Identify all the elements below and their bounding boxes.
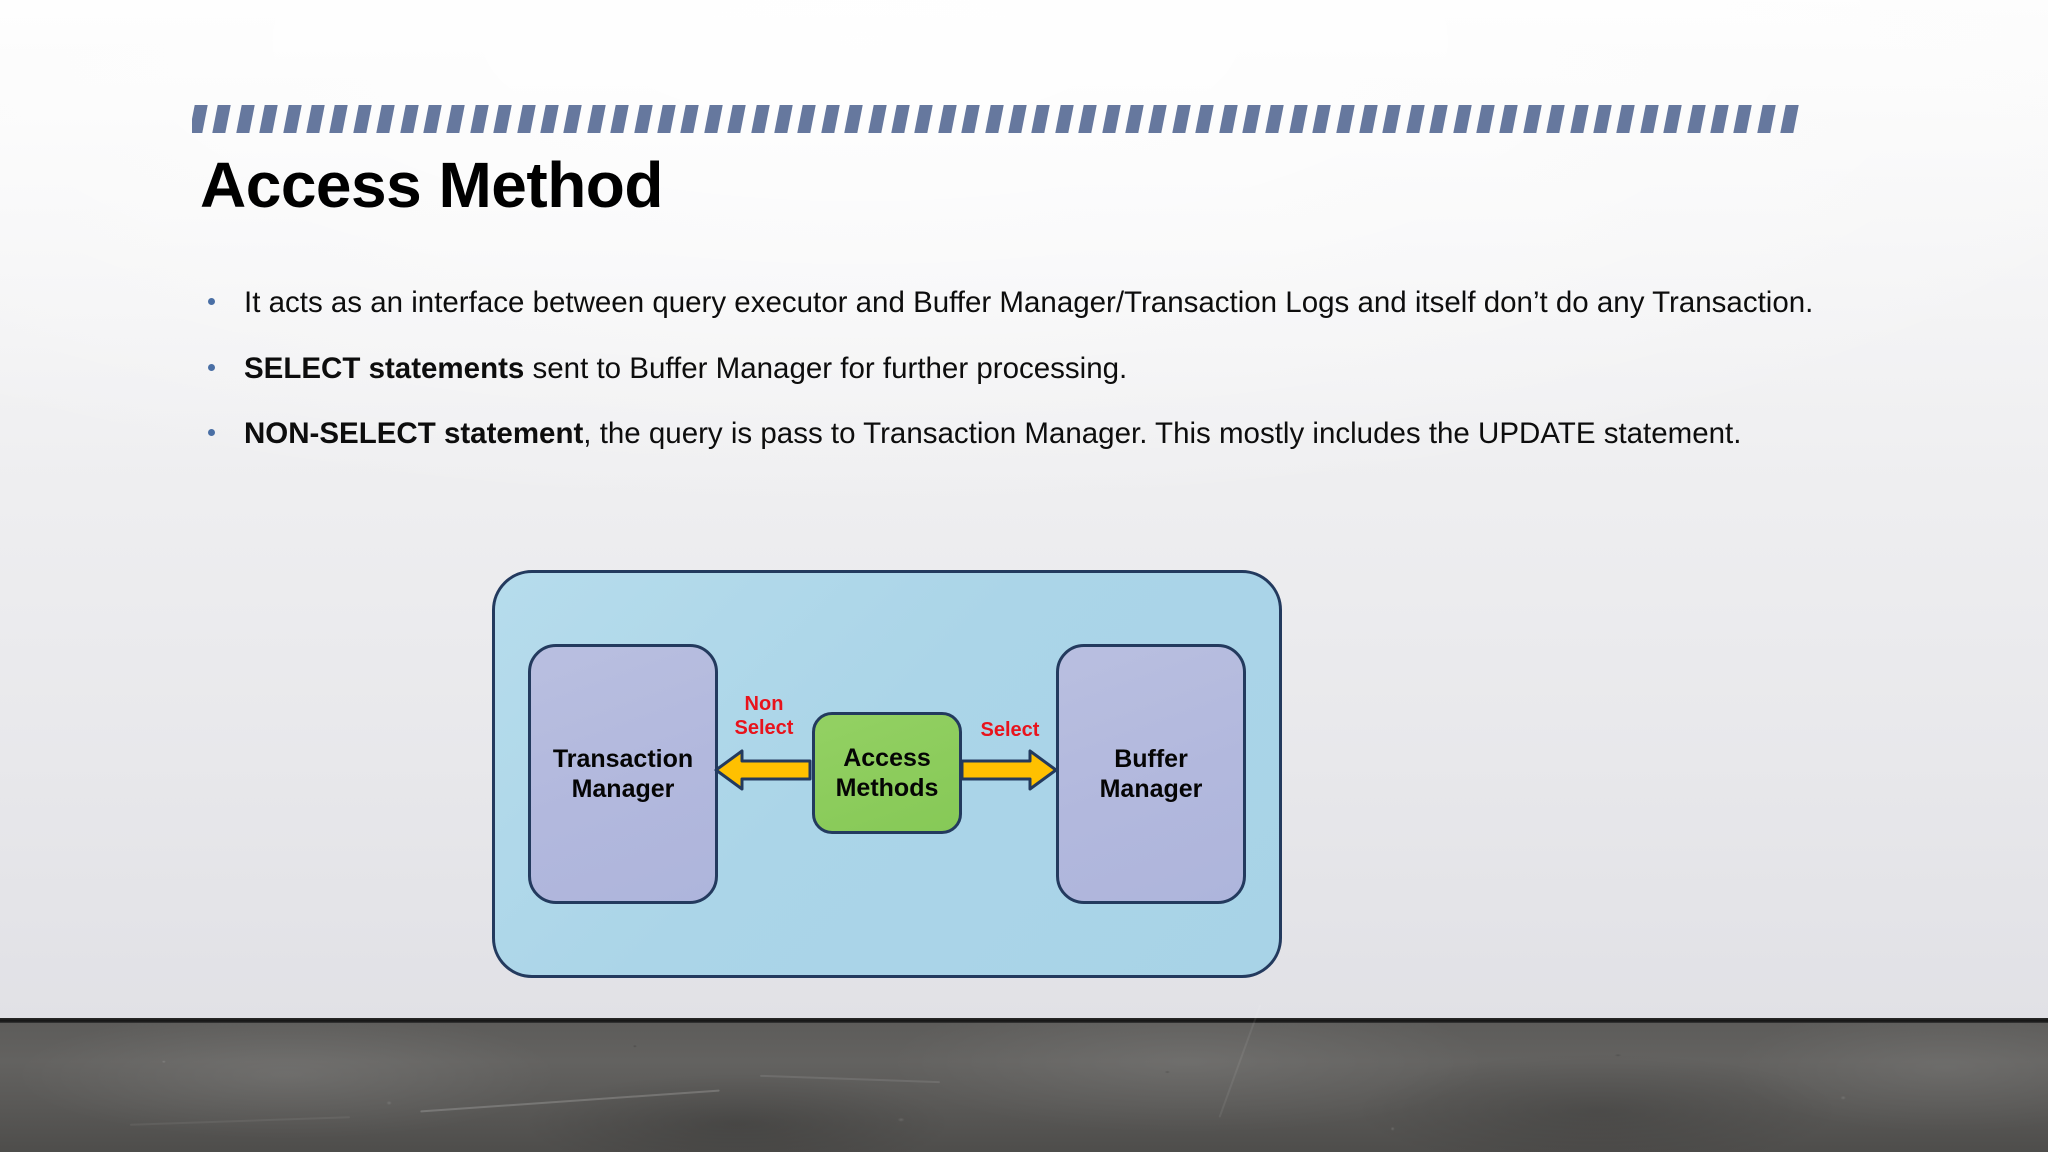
slanted-bar <box>633 105 653 133</box>
slanted-bar <box>1499 105 1519 133</box>
slanted-bar <box>844 105 863 133</box>
slanted-bar <box>984 105 1004 133</box>
slanted-bar <box>1265 105 1285 133</box>
slanted-bar <box>540 105 559 133</box>
slanted-bar <box>610 105 629 133</box>
slanted-bar <box>704 105 723 133</box>
slanted-bar <box>1335 105 1355 133</box>
slanted-bar <box>1031 105 1051 133</box>
bullet-3-emphasis: NON-SELECT statement <box>244 417 584 451</box>
slanted-bar <box>1663 105 1682 133</box>
page-title: Access Method <box>200 149 663 221</box>
slanted-bar <box>1546 105 1565 133</box>
slanted-bar <box>1101 105 1121 133</box>
slanted-bar <box>1078 105 1097 133</box>
slanted-bar <box>1710 105 1729 133</box>
bullet-2-emphasis: SELECT statements <box>244 351 525 385</box>
slanted-bar <box>727 105 746 133</box>
slanted-bar <box>1733 105 1753 133</box>
slanted-bar <box>423 105 442 133</box>
slanted-bar <box>516 105 536 133</box>
list-item: SELECT statements sent to Buffer Manager… <box>200 348 1840 390</box>
floor-surface <box>0 1023 2048 1152</box>
slanted-bar <box>192 105 208 133</box>
slanted-bar <box>587 105 606 133</box>
slanted-bar <box>376 105 395 133</box>
slanted-bar <box>1406 105 1425 133</box>
slanted-bar <box>1242 105 1261 133</box>
slanted-bar <box>1429 105 1448 133</box>
slanted-bar <box>867 105 887 133</box>
slanted-bar <box>470 105 489 133</box>
slanted-bar <box>1616 105 1636 133</box>
slanted-bar <box>1172 105 1191 133</box>
slanted-bar <box>563 105 583 133</box>
slanted-bar <box>750 105 770 133</box>
slanted-bar <box>1452 105 1472 133</box>
slanted-bar <box>493 105 512 133</box>
list-item: NON-SELECT statement, the query is pass … <box>200 413 1840 455</box>
slanted-bar <box>680 105 700 133</box>
slanted-bar <box>399 105 419 133</box>
slanted-bar <box>282 105 302 133</box>
slanted-bar <box>1055 105 1074 133</box>
arrow-left-icon <box>714 747 812 793</box>
slanted-bar <box>1780 105 1799 133</box>
slanted-bar <box>1569 105 1589 133</box>
slanted-bar <box>914 105 934 133</box>
arrow-right-icon <box>960 747 1058 793</box>
slanted-bar <box>353 105 372 133</box>
slanted-bar <box>446 105 466 133</box>
slanted-bar <box>1382 105 1402 133</box>
bullet-dot-icon <box>208 363 215 371</box>
slanted-bar <box>1523 105 1542 133</box>
floor-edge <box>0 1018 2048 1023</box>
slanted-bar <box>236 105 255 133</box>
slanted-bar <box>1195 105 1214 133</box>
bullet-dot-icon <box>208 429 215 437</box>
slanted-bar <box>1359 105 1378 133</box>
edge-label-select: Select <box>980 719 1040 741</box>
slanted-bar <box>938 105 957 133</box>
bullet-3-rest: , the query is pass to Transaction Manag… <box>583 417 1742 451</box>
bullet-list: It acts as an interface between query ex… <box>200 282 1840 455</box>
slanted-bar <box>1289 105 1308 133</box>
slanted-bar <box>797 105 817 133</box>
bullet-1-text: It acts as an interface between query ex… <box>244 286 1814 319</box>
slanted-bar <box>1593 105 1612 133</box>
slanted-bar <box>821 105 840 133</box>
slanted-bar <box>1686 105 1706 133</box>
slanted-bar <box>1148 105 1168 133</box>
slanted-bar <box>1312 105 1331 133</box>
slanted-bar <box>1125 105 1144 133</box>
slanted-bar <box>306 105 325 133</box>
bullet-2-text: SELECT statements sent to Buffer Manager… <box>244 352 1127 385</box>
slanted-bar <box>329 105 349 133</box>
bullet-3-text: NON-SELECT statement, the query is pass … <box>244 417 1741 450</box>
slanted-bar <box>212 105 232 133</box>
slanted-bar <box>774 105 793 133</box>
bullet-dot-icon <box>208 298 215 305</box>
slanted-bar <box>1218 105 1238 133</box>
slanted-bar <box>891 105 910 133</box>
slanted-bar <box>1640 105 1659 133</box>
slanted-bar <box>1008 105 1027 133</box>
slanted-bar <box>1757 105 1776 133</box>
slanted-bar <box>259 105 278 133</box>
slanted-bar <box>1476 105 1495 133</box>
bullet-2-rest: sent to Buffer Manager for further proce… <box>524 351 1128 385</box>
list-item: It acts as an interface between query ex… <box>200 282 1840 324</box>
slanted-bars-divider <box>192 105 1806 133</box>
slanted-bar <box>657 105 676 133</box>
slanted-bar <box>961 105 980 133</box>
